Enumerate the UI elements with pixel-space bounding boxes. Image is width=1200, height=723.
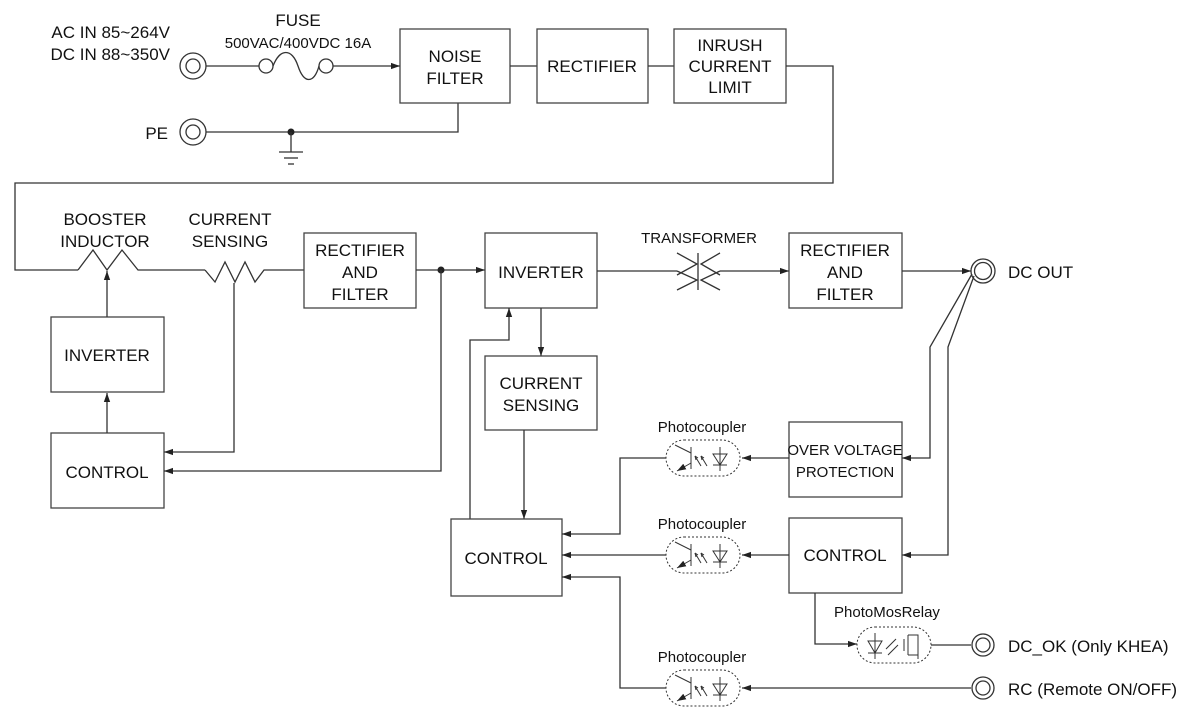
current-sensing-block-label: SENSING (503, 396, 580, 415)
booster-inductor-icon (77, 248, 205, 272)
rectifier-block (536, 28, 649, 104)
fuse-icon (206, 51, 400, 81)
ovp-label: PROTECTION (796, 464, 894, 481)
dc-out-terminal-icon (970, 258, 996, 284)
dc-ok-label: DC_OK (Only KHEA) (1008, 637, 1169, 656)
noise-filter-label: FILTER (426, 69, 483, 88)
rectifier-filter-block-2 (788, 232, 903, 309)
booster-inductor-label: BOOSTER (63, 210, 146, 229)
rectifier-filter-2-label: AND (827, 263, 863, 282)
transformer-label: TRANSFORMER (641, 230, 757, 247)
fuse-label: FUSE (275, 11, 320, 30)
control-secondary-block (788, 517, 903, 594)
noise-filter-block (399, 28, 511, 104)
photocoupler-label: Photocoupler (658, 419, 746, 436)
photocoupler-label: Photocoupler (658, 649, 746, 666)
current-sensing-block (484, 355, 598, 431)
inrush-label: CURRENT (688, 57, 771, 76)
pe-label: PE (145, 124, 168, 143)
current-sensing-label: CURRENT (188, 210, 271, 229)
inverter-main-label: INVERTER (498, 263, 584, 282)
bus-wire (14, 65, 834, 271)
photocoupler-icon (665, 439, 741, 477)
rc-label: RC (Remote ON/OFF) (1008, 680, 1177, 699)
rectifier-filter-label: AND (342, 263, 378, 282)
dc-ok-terminal-icon (971, 633, 995, 657)
ac-input-label: AC IN 85~264V (51, 23, 170, 42)
rectifier-filter-2-label: RECTIFIER (800, 241, 890, 260)
ovp-label: OVER VOLTAGE (787, 442, 902, 459)
current-sensing-label: SENSING (192, 232, 269, 251)
fuse-rating: 500VAC/400VDC 16A (225, 35, 371, 52)
ac-input-terminal-icon (179, 52, 207, 80)
dc-out-label: DC OUT (1008, 263, 1073, 282)
control-secondary-label: CONTROL (803, 546, 886, 565)
rectifier-filter-label: RECTIFIER (315, 241, 405, 260)
dc-input-label: DC IN 88~350V (50, 45, 170, 64)
inverter-pfc-block (50, 316, 165, 393)
inverter-main-block (484, 232, 598, 309)
control-pfc-block (50, 432, 165, 509)
transformer-icon (676, 252, 721, 291)
pe-wire (206, 103, 459, 133)
rc-terminal-icon (971, 676, 995, 700)
inverter-label: INVERTER (64, 346, 150, 365)
photocoupler-label: Photocoupler (658, 516, 746, 533)
current-sensing-block-label: CURRENT (499, 374, 582, 393)
rectifier-filter-2-label: FILTER (816, 285, 873, 304)
current-sense-resistor-icon (204, 260, 304, 284)
photocoupler-icon (665, 669, 741, 707)
over-voltage-protection-block (788, 421, 903, 498)
inrush-label: INRUSH (697, 36, 762, 55)
noise-filter-label: NOISE (429, 47, 482, 66)
pe-terminal-icon (179, 118, 207, 146)
control-label: CONTROL (65, 463, 148, 482)
control-main-label: CONTROL (464, 549, 547, 568)
rectifier-label: RECTIFIER (547, 57, 637, 76)
photomos-label: PhotoMosRelay (834, 604, 940, 621)
photomos-relay-icon (856, 626, 932, 664)
inrush-label: LIMIT (708, 78, 751, 97)
ground-icon (279, 132, 303, 165)
photocoupler-icon (665, 536, 741, 574)
booster-inductor-label: INDUCTOR (60, 232, 149, 251)
rectifier-filter-label: FILTER (331, 285, 388, 304)
